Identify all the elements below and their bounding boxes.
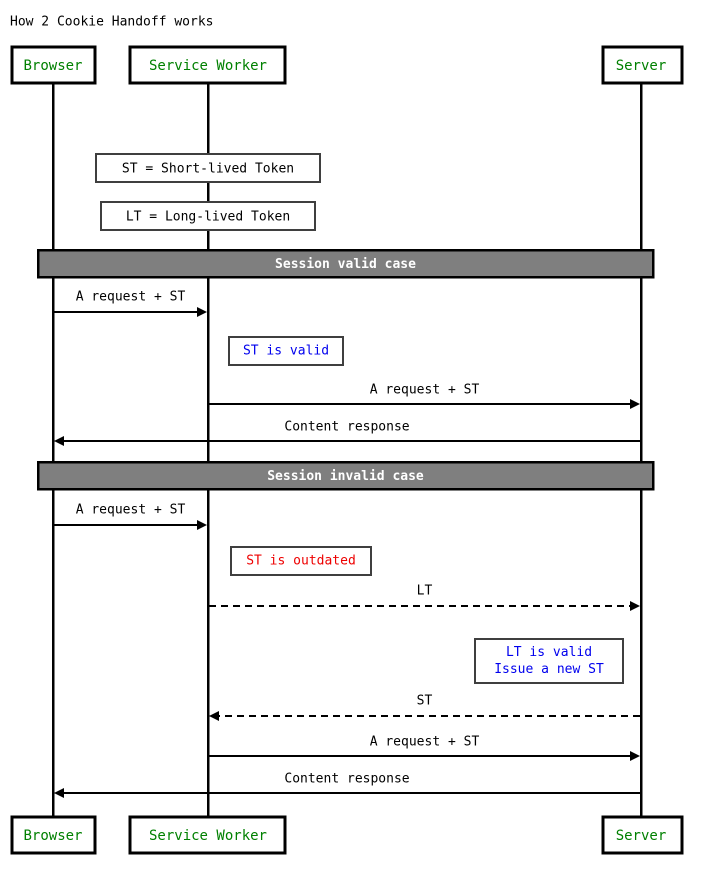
message-arrowhead-1 xyxy=(630,399,640,409)
note-box-1 xyxy=(230,546,372,576)
footer-participant-box-worker xyxy=(128,815,287,855)
note-text-2-0: LT is valid xyxy=(506,645,592,660)
message-arrowhead-4 xyxy=(630,601,640,611)
footer-participant-label-worker: Service Worker xyxy=(149,828,267,844)
note-box-2 xyxy=(474,638,624,684)
message-label-0: A request + ST xyxy=(76,290,186,305)
message-arrowhead-6 xyxy=(630,751,640,761)
note-text-2-1: Issue a new ST xyxy=(494,662,604,677)
message-label-5: ST xyxy=(417,694,433,709)
footer-participant-label-browser: Browser xyxy=(23,828,82,844)
message-arrowhead-5 xyxy=(209,711,219,721)
header-participant-box-worker xyxy=(128,45,287,85)
message-arrowhead-2 xyxy=(54,436,64,446)
message-label-3: A request + ST xyxy=(76,503,186,518)
header-participant-box-browser xyxy=(10,45,97,85)
header-participant-label-worker: Service Worker xyxy=(149,58,267,74)
notes-layer: ST is valid ST is outdated LT is validIssu… xyxy=(228,336,624,684)
note-text-0-0: ST is valid xyxy=(243,344,329,359)
note-text-1-0: ST is outdated xyxy=(246,554,356,569)
message-label-2: Content response xyxy=(284,420,409,435)
header-participant-box-server xyxy=(601,45,684,85)
legend-note-box-0 xyxy=(95,153,321,183)
message-label-1: A request + ST xyxy=(370,383,480,398)
message-arrowhead-7 xyxy=(54,788,64,798)
legend-note-box-1 xyxy=(100,201,316,231)
section-band-0 xyxy=(36,248,655,279)
messages-layer: A request + ST A request + ST Content resp… xyxy=(54,290,640,798)
diagram-title: How 2 Cookie Handoff works xyxy=(10,15,214,30)
message-label-6: A request + ST xyxy=(370,735,480,750)
footer-participant-box-server xyxy=(601,815,684,855)
header-participant-label-server: Server xyxy=(616,58,667,74)
note-box-0 xyxy=(228,336,344,366)
header-participant-label-browser: Browser xyxy=(23,58,82,74)
legend-notes-layer: ST = Short-lived Token LT = Long-lived To… xyxy=(95,153,321,231)
legend-note-text-1: LT = Long-lived Token xyxy=(126,210,290,225)
section-band-1 xyxy=(36,460,655,491)
section-band-label-0: Session valid case xyxy=(275,257,416,272)
section-band-label-1: Session invalid case xyxy=(267,469,424,484)
message-label-4: LT xyxy=(417,584,433,599)
message-arrowhead-3 xyxy=(197,520,207,530)
message-label-7: Content response xyxy=(284,772,409,787)
footer-participant-label-server: Server xyxy=(616,828,667,844)
legend-note-text-0: ST = Short-lived Token xyxy=(122,162,294,177)
footer-participant-box-browser xyxy=(10,815,97,855)
message-arrowhead-0 xyxy=(197,307,207,317)
